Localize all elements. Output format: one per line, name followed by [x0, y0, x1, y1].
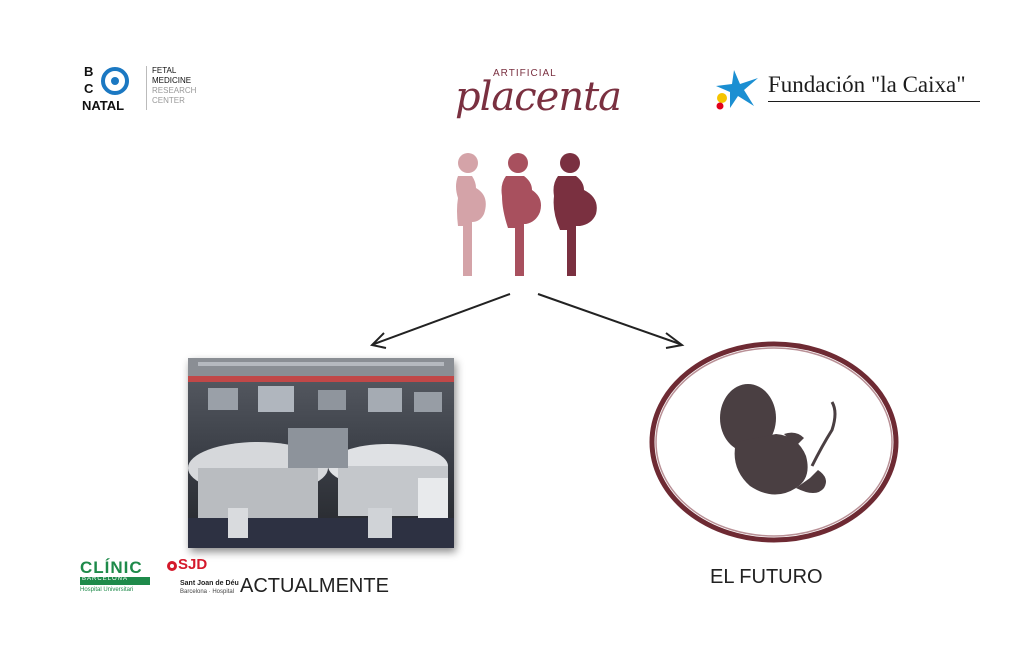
bcnatal-side-text: FETAL MEDICINE RESEARCH CENTER: [152, 66, 196, 106]
fetus-icon: [720, 384, 837, 495]
bcnatal-letter-c: C: [84, 81, 94, 96]
pregnant-woman-dark-icon: [553, 153, 597, 276]
clinic-logo: CLÍNIC BARCELONA Hospital Universitari: [80, 558, 160, 600]
la-caixa-logo: Fundación "la Caixa": [712, 68, 992, 112]
circle-border: [649, 341, 899, 543]
la-caixa-name: Fundación "la Caixa": [768, 72, 966, 97]
bcnatal-letter-b: B: [84, 64, 94, 79]
sjd-subtitle-1: Sant Joan de Déu: [180, 580, 239, 587]
arrows: [369, 293, 685, 349]
placenta-logo-script: placenta: [455, 74, 622, 120]
bcnatal-line-3: RESEARCH: [152, 86, 197, 95]
bcnatal-line-1: FETAL: [152, 66, 177, 75]
clinic-city: BARCELONA: [82, 576, 129, 582]
clinic-bar: [80, 577, 150, 585]
pregnant-women-icon: [456, 153, 597, 276]
arrow-left-icon: [369, 293, 511, 349]
bcnatal-divider: [146, 66, 147, 110]
bcnatal-eye-icon: [101, 67, 129, 95]
placenta-logo-top: ARTIFICIAL: [493, 68, 557, 79]
clinic-name: CLÍNIC: [80, 558, 143, 577]
fetus-circle: [649, 341, 899, 543]
clinic-subtitle: Hospital Universitari: [80, 587, 134, 593]
bcnatal-word: NATAL: [82, 98, 125, 113]
la-caixa-star-icon: [716, 70, 758, 110]
arrow-right-icon: [537, 293, 685, 349]
sjd-logo: SJD Sant Joan de Déu Barcelona · Hospita…: [166, 556, 242, 602]
bcnatal-logo: B C NATAL FETAL MEDICINE RESEARCH CENTER: [82, 64, 222, 116]
pregnant-woman-medium-icon: [501, 153, 541, 276]
sjd-subtitle-2: Barcelona · Hospital: [180, 589, 235, 595]
actualmente-label: ACTUALMENTE: [240, 575, 389, 597]
pregnant-woman-light-icon: [456, 153, 486, 276]
nicu-photo: [188, 358, 454, 548]
el-futuro-label: EL FUTURO: [710, 566, 823, 588]
nicu-photo-image: [188, 358, 454, 548]
sjd-heart-icon: [167, 561, 177, 571]
sjd-name: SJD: [178, 556, 208, 573]
artificial-placenta-logo: ARTIFICIAL placenta: [455, 68, 622, 128]
la-caixa-underline: [768, 101, 980, 102]
bcnatal-line-4: CENTER: [152, 96, 185, 105]
bcnatal-line-2: MEDICINE: [152, 76, 192, 85]
